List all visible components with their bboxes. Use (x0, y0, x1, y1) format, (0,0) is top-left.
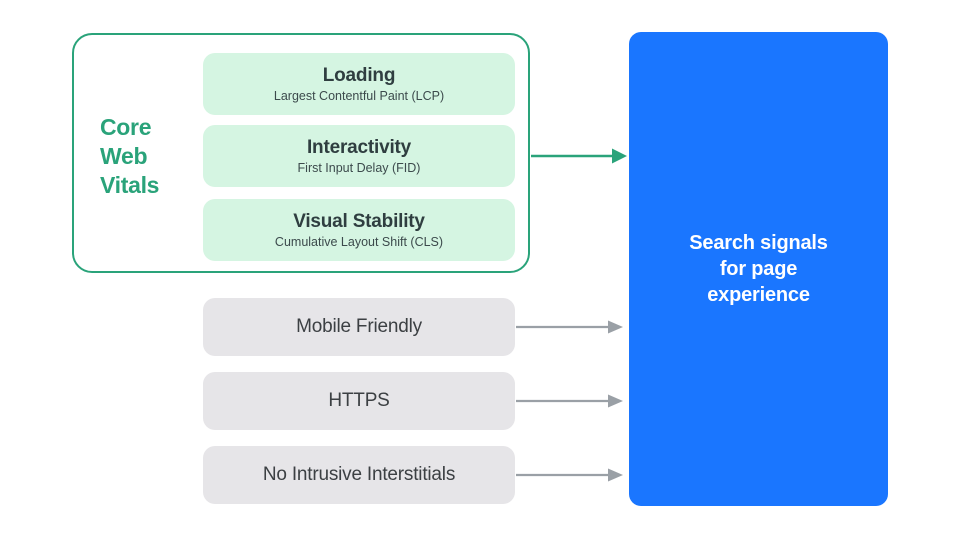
core-web-vitals-label-line-1: Core (100, 114, 152, 140)
mobile-friendly-arrow (516, 320, 623, 334)
search-signals-panel: Search signals for page experience (629, 32, 888, 506)
metric-title: Interactivity (306, 136, 412, 158)
search-signals-line-2: for page (719, 258, 798, 280)
metric-card-interactivity: Interactivity First Input Delay (FID) (203, 125, 515, 187)
metric-card-visual-stability: Visual Stability Cumulative Layout Shift… (203, 199, 515, 261)
core-web-vitals-group-label: Core Web Vitals (100, 113, 196, 200)
core-web-vitals-label-line-2: Web (100, 143, 148, 169)
no-intrusive-interstitials-arrow (516, 468, 623, 482)
core-web-vitals-arrow (531, 148, 627, 164)
search-signals-line-1: Search signals (689, 232, 828, 254)
signal-mobile-friendly: Mobile Friendly (203, 298, 515, 356)
metric-title: Loading (322, 64, 396, 86)
search-signals-line-3: experience (707, 284, 810, 306)
metric-title: Visual Stability (293, 210, 425, 232)
signal-label: HTTPS (328, 390, 390, 411)
core-web-vitals-label-line-3: Vitals (100, 172, 160, 198)
metric-subtitle: Cumulative Layout Shift (CLS) (274, 234, 444, 249)
https-arrow (516, 394, 623, 408)
signal-no-intrusive-interstitials: No Intrusive Interstitials (203, 446, 515, 504)
signal-https: HTTPS (203, 372, 515, 430)
metric-card-loading: Loading Largest Contentful Paint (LCP) (203, 53, 515, 115)
metric-subtitle: Largest Contentful Paint (LCP) (273, 88, 445, 103)
search-signals-panel-text: Search signals for page experience (669, 230, 849, 308)
metric-subtitle: First Input Delay (FID) (297, 160, 421, 175)
signal-label: No Intrusive Interstitials (262, 464, 456, 485)
signal-label: Mobile Friendly (296, 316, 422, 337)
